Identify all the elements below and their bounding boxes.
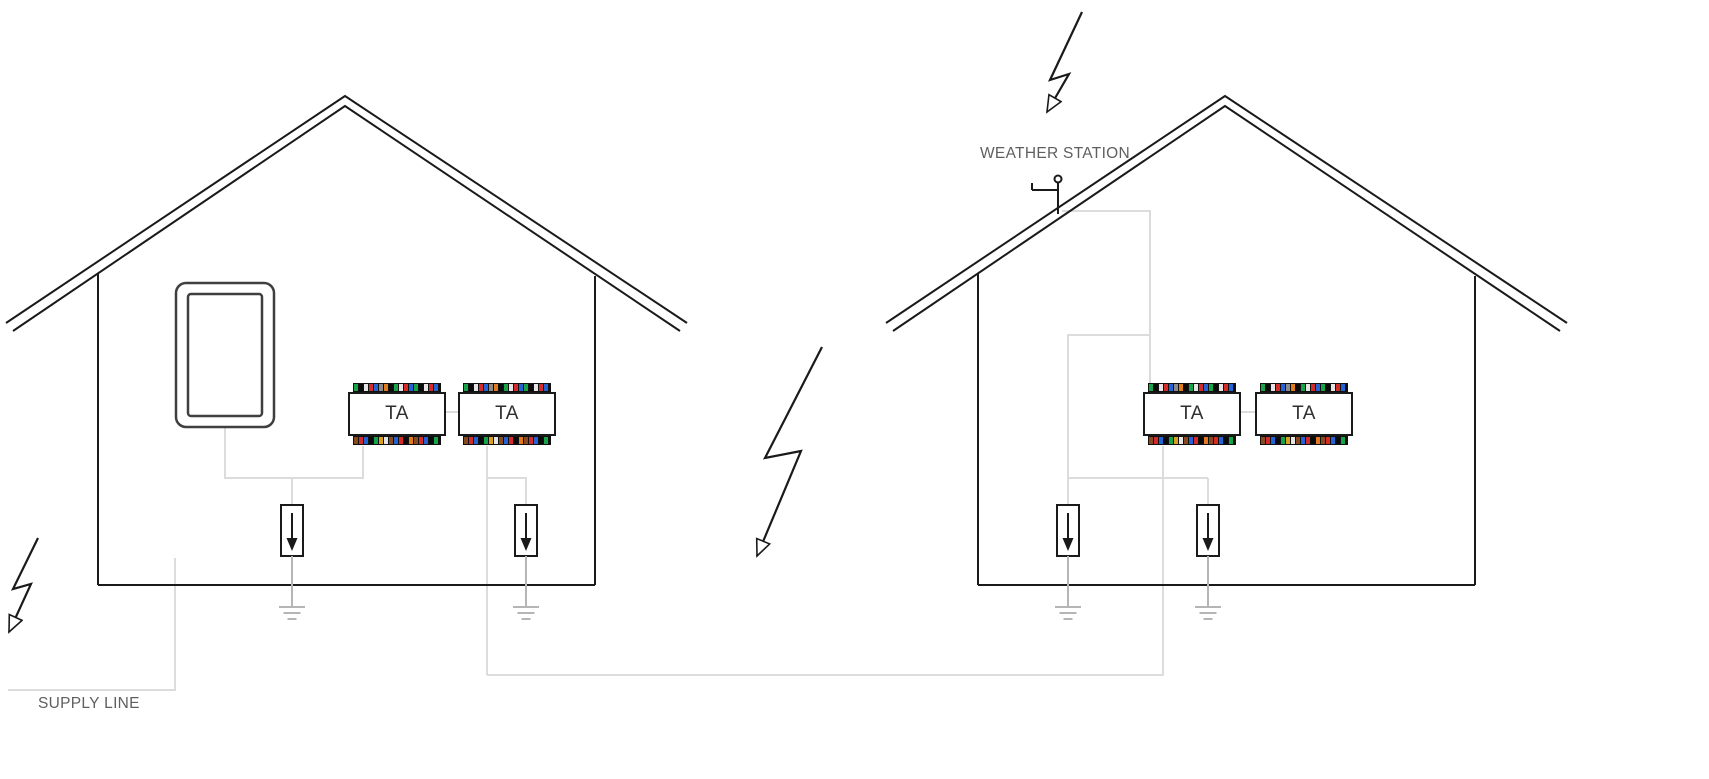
lightning-bolt-icon-middle <box>757 346 823 556</box>
terminal-strip-top <box>353 383 441 392</box>
ta-controller-2: TA <box>458 383 556 445</box>
right-roof-inner <box>892 104 1561 332</box>
ta-label: TA <box>1180 403 1204 424</box>
down-arrow-icon <box>286 538 298 551</box>
left-house <box>5 94 688 586</box>
ground-symbol-3 <box>1055 556 1081 620</box>
ta-label: TA <box>495 403 519 424</box>
terminal-strip-bottom <box>463 436 551 445</box>
terminal-strip-bottom <box>1148 436 1236 445</box>
ta-label: TA <box>385 403 409 424</box>
wire-panel-to-module <box>224 427 364 479</box>
weather-station-label: WEATHER STATION <box>980 145 1131 162</box>
wall-panel-inner <box>186 292 264 418</box>
ground-symbol-1 <box>279 556 305 620</box>
ta-controller-body: TA <box>458 392 556 436</box>
weather-station-sensor <box>1053 174 1063 184</box>
wiring <box>8 210 1255 691</box>
wall-panel-outer <box>174 281 276 429</box>
left-roof-outer <box>5 94 688 324</box>
lightning-bolt-icon-top <box>1047 11 1083 112</box>
ta-controller-4: TA <box>1255 383 1353 445</box>
surge-arrester-4 <box>1196 504 1220 557</box>
weather-station-icon <box>1031 174 1063 214</box>
down-arrow-icon <box>1062 538 1074 551</box>
ta-label: TA <box>1292 403 1316 424</box>
wire-to-arrester-2 <box>487 477 527 505</box>
right-house <box>885 94 1568 586</box>
ground-symbol-4 <box>1195 556 1221 620</box>
left-roof-inner <box>12 104 681 332</box>
wire-interconnect <box>487 478 1164 676</box>
supply-line-label: SUPPLY LINE <box>38 695 140 712</box>
down-arrow-icon <box>1202 538 1214 551</box>
ground-symbol-2 <box>513 556 539 620</box>
ta-controller-3: TA <box>1143 383 1241 445</box>
ta-controller-body: TA <box>1143 392 1241 436</box>
terminal-strip-top <box>1260 383 1348 392</box>
right-roof-outer <box>885 94 1568 324</box>
terminal-strip-bottom <box>353 436 441 445</box>
down-arrow-icon <box>520 538 532 551</box>
ta-controller-1: TA <box>348 383 446 445</box>
surge-arrester-3 <box>1056 504 1080 557</box>
wire-supply-line <box>8 558 176 691</box>
terminal-strip-top <box>1148 383 1236 392</box>
terminal-strip-bottom <box>1260 436 1348 445</box>
ta-controller-body: TA <box>348 392 446 436</box>
terminal-strip-top <box>463 383 551 392</box>
surge-arrester-2 <box>514 504 538 557</box>
wire-weather-branch <box>1067 334 1150 478</box>
surge-arrester-1 <box>280 504 304 557</box>
lightning-bolt-icon-bottom-left <box>8 537 39 632</box>
ta-controller-body: TA <box>1255 392 1353 436</box>
wire-weather-station <box>1062 210 1151 383</box>
